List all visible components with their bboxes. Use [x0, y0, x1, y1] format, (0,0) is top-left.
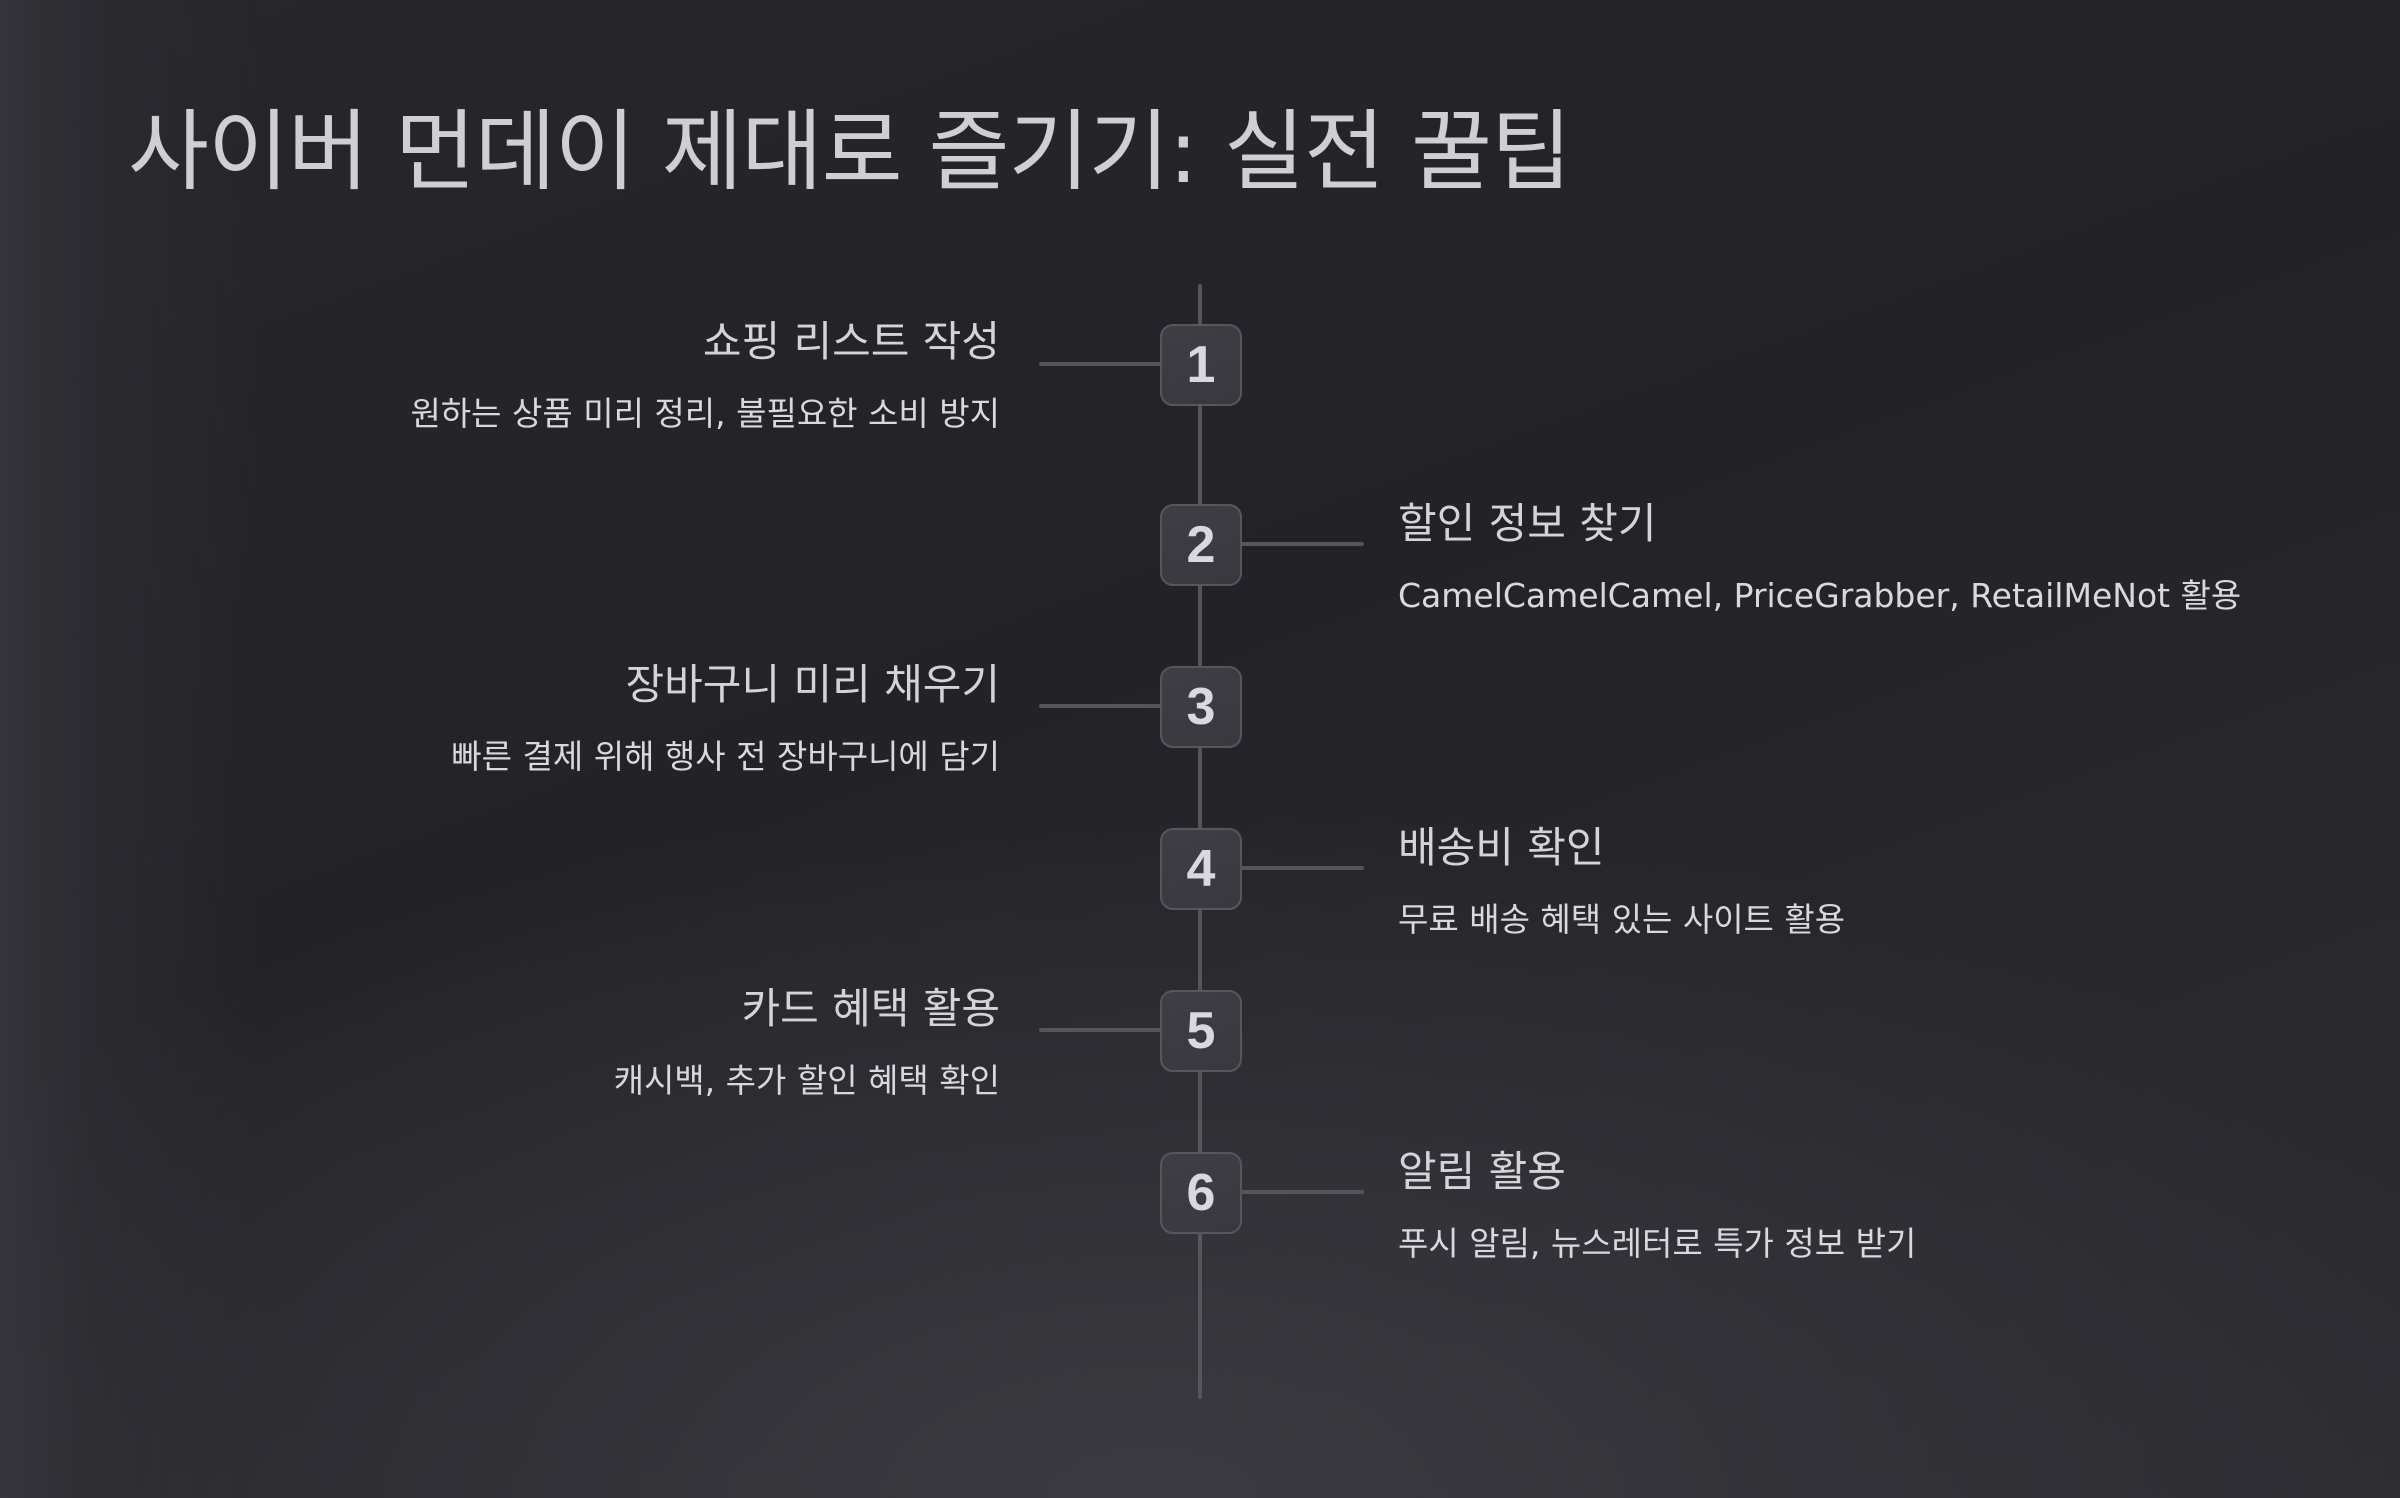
step-1: 쇼핑 리스트 작성 원하는 상품 미리 정리, 불필요한 소비 방지 [410, 314, 1000, 436]
step-title: 배송비 확인 [1398, 823, 1605, 872]
step-description: 원하는 상품 미리 정리, 불필요한 소비 방지 [410, 394, 1000, 433]
connector-1 [1039, 362, 1162, 366]
step-description: 푸시 알림, 뉴스레터로 특가 정보 받기 [1398, 1224, 1917, 1263]
step-description: 빠른 결제 위해 행사 전 장바구니에 담기 [451, 737, 1000, 776]
connector-2 [1240, 542, 1364, 546]
step-badge-1: 1 [1160, 324, 1242, 406]
step-2: 할인 정보 찾기 CamelCamelCamel, PriceGrabber, … [1398, 496, 2241, 618]
connector-4 [1240, 866, 1364, 870]
step-description: 캐시백, 추가 할인 혜택 확인 [613, 1061, 1000, 1100]
step-title: 쇼핑 리스트 작성 [702, 317, 1000, 366]
step-4: 배송비 확인 무료 배송 혜택 있는 사이트 활용 [1398, 820, 1845, 942]
step-6: 알림 활용 푸시 알림, 뉴스레터로 특가 정보 받기 [1398, 1144, 1916, 1266]
step-description: 무료 배송 혜택 있는 사이트 활용 [1398, 900, 1846, 939]
step-badge-2: 2 [1160, 504, 1242, 586]
step-3: 장바구니 미리 채우기 빠른 결제 위해 행사 전 장바구니에 담기 [451, 657, 1000, 779]
step-badge-5: 5 [1160, 990, 1242, 1072]
connector-6 [1240, 1190, 1364, 1194]
step-title: 장바구니 미리 채우기 [625, 660, 1000, 709]
step-badge-4: 4 [1160, 828, 1242, 910]
step-badge-3: 3 [1160, 666, 1242, 748]
step-title: 카드 혜택 활용 [741, 984, 1000, 1033]
step-description: CamelCamelCamel, PriceGrabber, RetailMeN… [1398, 576, 2242, 615]
step-badge-6: 6 [1160, 1152, 1242, 1234]
step-5: 카드 혜택 활용 캐시백, 추가 할인 혜택 확인 [614, 981, 1000, 1103]
step-title: 알림 활용 [1398, 1147, 1566, 1196]
page-title: 사이버 먼데이 제대로 즐기기: 실전 꿀팁 [128, 100, 1572, 203]
connector-5 [1039, 1028, 1162, 1032]
connector-3 [1039, 704, 1162, 708]
step-title: 할인 정보 찾기 [1398, 499, 1657, 548]
